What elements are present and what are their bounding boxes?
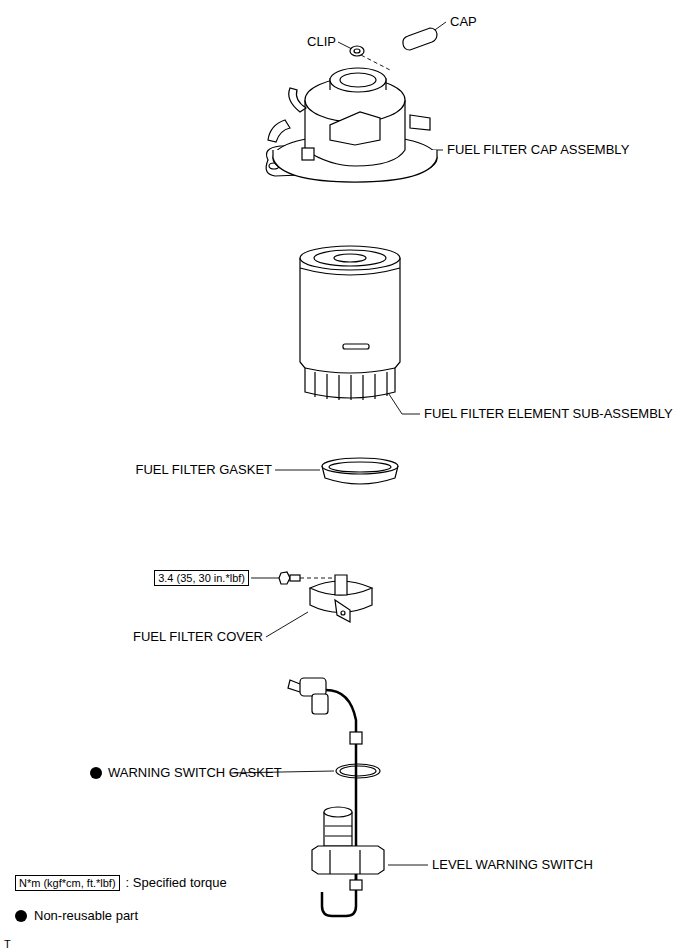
clip-and-cap — [350, 28, 437, 56]
switch-drawing — [288, 678, 384, 916]
torque-legend-box: N*m (kgf*cm, ft.*lbf) — [15, 875, 120, 891]
non-reusable-dot — [15, 910, 27, 922]
legend-text: Non-reusable part — [34, 909, 138, 923]
torque-value: N*m (kgf*cm, ft.*lbf) — [19, 877, 116, 889]
part-label: CLIP — [307, 35, 336, 49]
cap-assembly-drawing — [266, 68, 437, 182]
filter-element-drawing — [300, 246, 400, 400]
part-label: FUEL FILTER ELEMENT SUB-ASSEMBLY — [424, 407, 673, 421]
legend-text: : Specified torque — [126, 876, 227, 890]
torque-box: 3.4 (35, 30 in.*lbf) — [154, 570, 249, 586]
leader-lines — [230, 22, 446, 865]
part-label: CAP — [450, 15, 477, 29]
gasket-drawing — [322, 458, 398, 484]
figure-code: T — [4, 938, 11, 950]
part-label: LEVEL WARNING SWITCH — [432, 858, 593, 872]
part-label: FUEL FILTER GASKET — [135, 463, 272, 477]
part-label: FUEL FILTER COVER — [133, 630, 263, 644]
bolt-and-cover-drawing — [279, 572, 372, 622]
part-label: WARNING SWITCH GASKET — [108, 766, 282, 780]
non-reusable-dot — [90, 767, 102, 779]
torque-value: 3.4 (35, 30 in.*lbf) — [158, 572, 245, 584]
part-label: FUEL FILTER CAP ASSEMBLY — [447, 143, 629, 157]
